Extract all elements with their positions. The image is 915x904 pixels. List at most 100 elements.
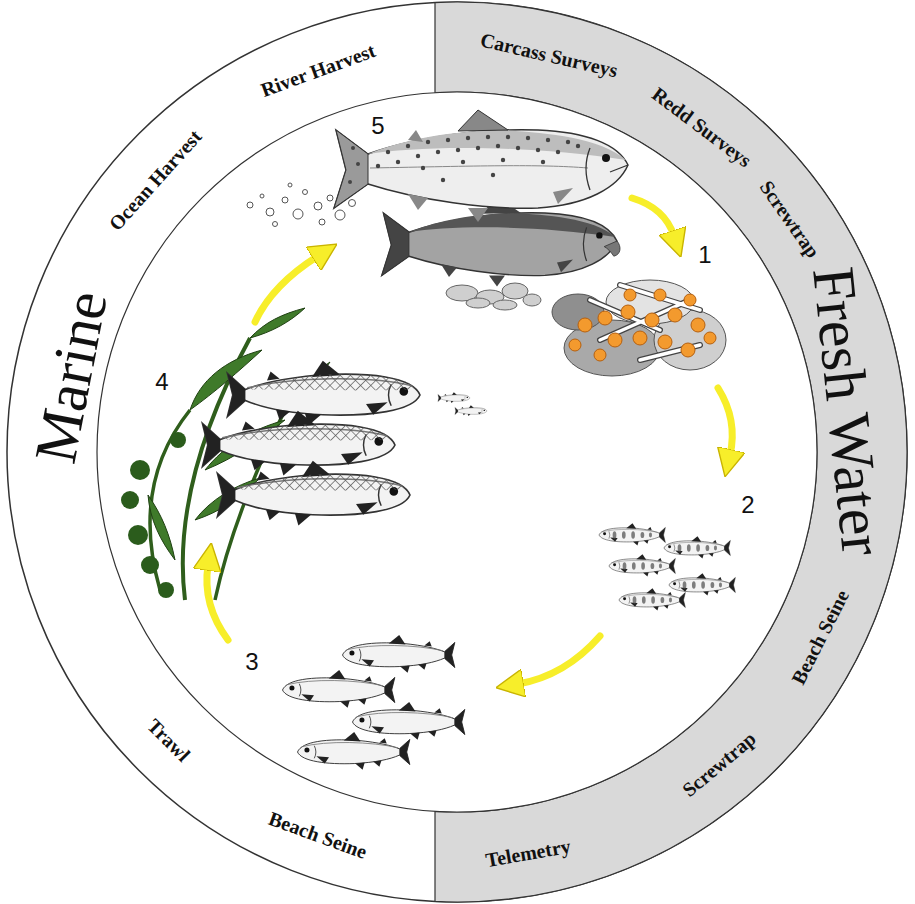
- yellow-arrow: [718, 388, 732, 455]
- pebbles: [493, 300, 517, 310]
- spray-droplets: [327, 195, 333, 201]
- adult-salmon: [461, 160, 465, 164]
- salmon-eggs: [578, 318, 592, 332]
- ring-background: [7, 2, 907, 902]
- adult-salmon: [516, 146, 520, 150]
- salmon-eggs: [590, 285, 700, 360]
- adult-salmon: [496, 144, 500, 148]
- adult-salmon: [566, 140, 570, 144]
- salmon-eggs: [681, 343, 695, 357]
- salmon-eggs: [590, 285, 700, 360]
- adult-salmon: [351, 146, 355, 150]
- adult-salmon: [421, 166, 425, 170]
- kelp: [158, 582, 174, 598]
- parr-fish: [599, 523, 735, 610]
- adult-salmon: [370, 166, 588, 168]
- kelp: [130, 460, 150, 480]
- salmon-eggs: [668, 308, 682, 322]
- ring-background: [97, 92, 817, 812]
- salmon-eggs: [608, 333, 622, 347]
- salmon-eggs: [598, 311, 612, 325]
- adult-salmon: [356, 162, 360, 166]
- smolt-fish: [343, 635, 455, 673]
- spray-droplets: [303, 190, 308, 195]
- ocean-salmon: [202, 411, 395, 476]
- ocean-salmon: [202, 361, 487, 526]
- spray-droplets: [282, 197, 288, 203]
- parr-fish: [599, 523, 665, 545]
- spawning-salmon: [382, 197, 620, 287]
- kelp: [121, 491, 139, 509]
- adult-salmon: [334, 110, 628, 222]
- yellow-arrow: [255, 256, 318, 322]
- salmon-eggs: [590, 285, 700, 360]
- adult-salmon: [426, 140, 430, 144]
- adult-salmon: [556, 150, 560, 154]
- adult-salmon: [456, 148, 460, 152]
- salmon-eggs: [658, 335, 672, 349]
- adult-salmon: [501, 158, 505, 162]
- adult-salmon: [406, 144, 410, 148]
- pebbles: [466, 298, 490, 308]
- adult-salmon: [446, 138, 450, 142]
- salmon-eggs: [633, 331, 647, 345]
- salmon-eggs: [654, 289, 666, 301]
- smolt-fish: [353, 702, 465, 740]
- spawning-salmon: [583, 227, 586, 261]
- adult-salmon: [466, 136, 470, 140]
- spray-droplets: [266, 208, 274, 216]
- spawning-salmon: [441, 264, 457, 277]
- spawning-salmon: [596, 232, 602, 238]
- adult-salmon: [408, 194, 428, 210]
- parr-fish: [669, 573, 735, 595]
- adult-salmon: [602, 154, 610, 162]
- spawning-salmon: [604, 241, 620, 256]
- salmon-eggs: [684, 294, 696, 306]
- salmon-eggs: [645, 313, 659, 327]
- smolt-fish: [283, 670, 395, 708]
- adult-salmon: [546, 138, 550, 142]
- adult-salmon: [348, 180, 352, 184]
- spawning-salmon: [382, 213, 409, 275]
- adult-salmon: [408, 130, 423, 142]
- kelp: [141, 556, 159, 574]
- adult-salmon: [586, 148, 590, 190]
- adult-salmon: [553, 188, 573, 204]
- salmon-eggs: [594, 349, 606, 361]
- parr-fish: [664, 536, 730, 558]
- adult-salmon: [468, 208, 488, 222]
- salmon-eggs: [569, 289, 716, 361]
- salmon-eggs: [621, 305, 635, 319]
- spray-droplets: [273, 222, 278, 227]
- adult-salmon: [376, 164, 380, 168]
- spray-droplets: [288, 183, 292, 187]
- pebbles: [523, 294, 541, 306]
- adult-salmon: [536, 148, 540, 152]
- kelp: [170, 432, 186, 448]
- adult-salmon: [491, 173, 495, 177]
- spray-droplets: [247, 202, 253, 208]
- adult-salmon: [416, 154, 420, 158]
- salmon-eggs: [552, 280, 726, 376]
- spawning-salmon: [382, 213, 617, 276]
- adult-salmon: [441, 178, 445, 182]
- ocean-salmon: [227, 361, 420, 426]
- yellow-arrow: [632, 198, 674, 236]
- callout-number: 2: [741, 493, 754, 517]
- smolt-fish: [298, 732, 410, 770]
- salmon-eggs: [704, 332, 716, 344]
- callout-number: 1: [698, 243, 711, 267]
- adult-salmon: [458, 110, 508, 131]
- callout-number: 3: [245, 650, 258, 674]
- adult-salmon: [506, 135, 510, 139]
- spray-droplets: [293, 209, 303, 219]
- parr-fish: [609, 554, 675, 576]
- yellow-arrow: [207, 565, 228, 640]
- spawning-salmon: [557, 259, 573, 272]
- ocean-salmon: [217, 461, 410, 526]
- ring-background: [7, 2, 907, 902]
- adult-salmon: [610, 165, 628, 172]
- ocean-salmon: [455, 405, 487, 416]
